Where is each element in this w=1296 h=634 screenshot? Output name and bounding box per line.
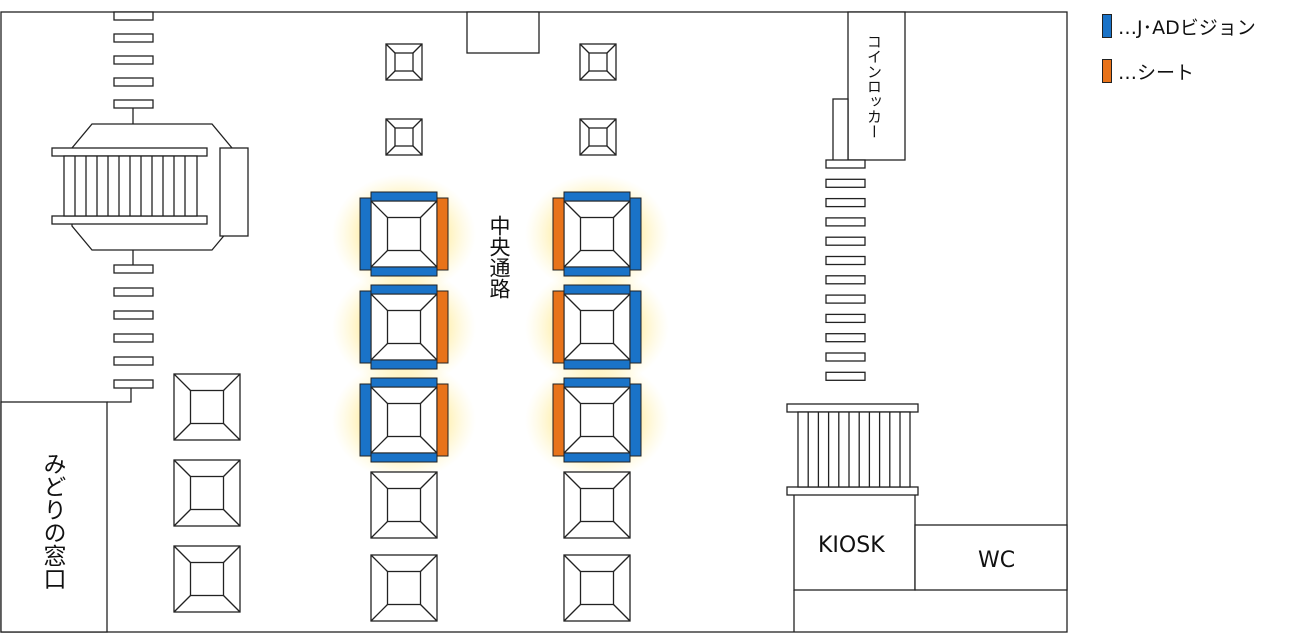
jad-panel: [563, 359, 631, 370]
seat-panel: [552, 383, 565, 457]
pillar: [385, 43, 423, 81]
legend-seat-swatch: [1102, 59, 1112, 83]
jad-panel: [563, 284, 631, 295]
stair-step: [825, 275, 866, 285]
pillar: [563, 554, 631, 622]
jad-panel: [370, 284, 438, 295]
jad-panel: [563, 266, 631, 277]
central-passage-label: 中央通路: [487, 215, 511, 299]
jad-panel: [359, 290, 372, 364]
seat-panel: [436, 197, 449, 271]
pillar: [563, 471, 631, 539]
seat-panel: [436, 290, 449, 364]
pillar: [173, 545, 241, 613]
stair-step: [825, 255, 866, 266]
jad-panel: [359, 197, 372, 271]
pillar: [370, 200, 438, 268]
stair-step: [825, 313, 866, 324]
stair-step: [825, 333, 866, 343]
jad-panel: [563, 377, 631, 388]
pillar: [173, 373, 241, 441]
stair-step: [825, 371, 866, 381]
escalator-right: [786, 403, 919, 496]
ad-panels: [359, 191, 642, 463]
seat-panel: [552, 290, 565, 364]
stair-step: [113, 379, 154, 389]
jad-panel: [370, 359, 438, 370]
pillar: [370, 293, 438, 361]
jad-panel: [370, 191, 438, 202]
stair-step: [825, 217, 866, 227]
jad-panel: [629, 197, 642, 271]
stairs-left-top: [113, 11, 154, 124]
pillar: [370, 471, 438, 539]
stair-step: [113, 55, 154, 65]
stair-step: [825, 352, 866, 362]
coin-locker-box: [847, 11, 906, 161]
escalator-left: [51, 123, 249, 251]
stair-step: [113, 33, 154, 43]
midori-label: みどりの窓口: [39, 452, 65, 590]
stair-step: [113, 264, 154, 274]
pillar: [173, 459, 241, 527]
wc-room: [914, 524, 1068, 591]
pillar: [579, 43, 617, 81]
pillar: [563, 200, 631, 268]
stair-step: [113, 11, 154, 21]
legend-seat-label: …シート: [1118, 61, 1195, 84]
seat-panel: [552, 197, 565, 271]
pillars: [173, 43, 631, 622]
stair-step: [113, 287, 154, 297]
midori-room: [0, 401, 108, 633]
stair-step: [825, 197, 866, 208]
wc-label: WC: [978, 548, 1016, 573]
stair-step: [825, 294, 866, 304]
jad-panel: [359, 383, 372, 457]
stair-step: [113, 77, 154, 87]
stair-step: [825, 236, 866, 246]
stairs-left-bottom: [113, 250, 154, 389]
pillar: [563, 386, 631, 454]
pillar: [370, 554, 438, 622]
legend-jad: …J･ADビジョン: [1102, 13, 1256, 39]
pillar: [370, 386, 438, 454]
stair-step: [825, 178, 866, 188]
legend-jad-swatch: [1102, 14, 1112, 38]
jad-panel: [370, 452, 438, 463]
stair-step: [113, 356, 154, 366]
stair-step: [113, 99, 154, 109]
stair-step: [113, 310, 154, 320]
jad-panel: [563, 191, 631, 202]
seat-panel: [436, 383, 449, 457]
jad-panel: [563, 452, 631, 463]
jad-panel: [629, 383, 642, 457]
top-structure: [466, 11, 540, 54]
jad-panel: [370, 377, 438, 388]
pillar: [563, 293, 631, 361]
jad-panel: [629, 290, 642, 364]
pillar: [579, 118, 617, 156]
jad-panel: [370, 266, 438, 277]
kiosk-label: KIOSK: [818, 533, 885, 558]
coin-locker-label: コインロッカー: [865, 34, 883, 139]
legend-seat: …シート: [1102, 58, 1194, 84]
stair-step: [825, 159, 866, 169]
stair-step: [113, 333, 154, 343]
stairs-right: [825, 159, 866, 381]
pillar: [385, 118, 423, 156]
legend-jad-label: …J･ADビジョン: [1118, 16, 1256, 39]
